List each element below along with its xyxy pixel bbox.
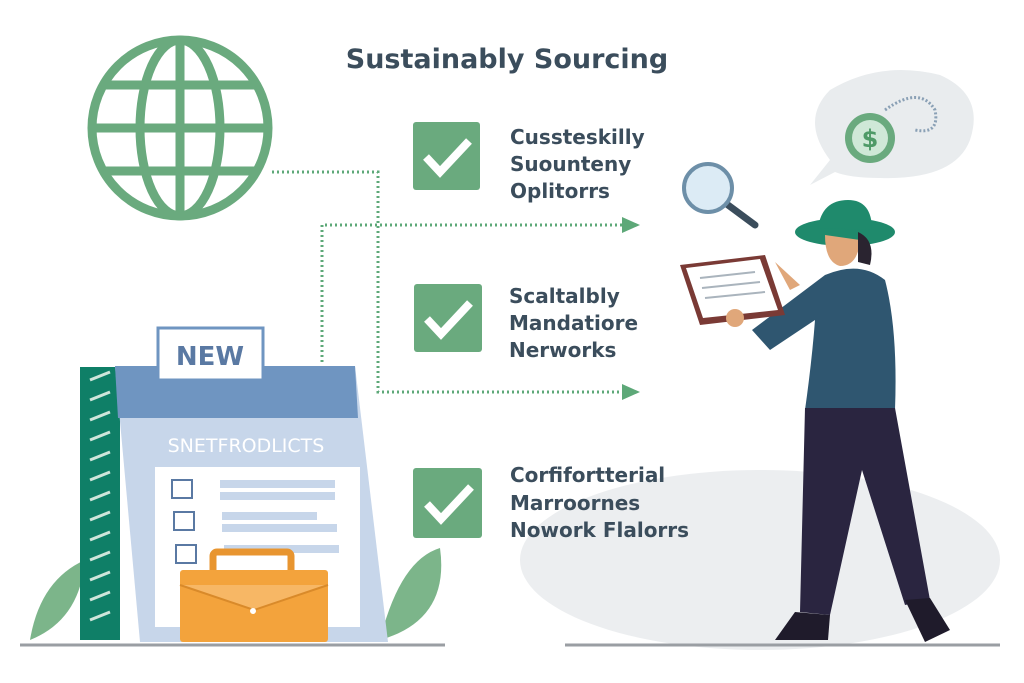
checkbox-icon xyxy=(413,122,480,190)
item-line: Corfifortterial xyxy=(510,463,665,487)
globe-icon xyxy=(87,35,273,221)
checklist-item-3: Corfifortterial Marroornes Nowork Flalor… xyxy=(413,463,689,542)
new-tag: NEW xyxy=(176,342,244,372)
connector-lines xyxy=(272,170,622,394)
checkbox-icon xyxy=(413,468,482,538)
checkbox-icon xyxy=(414,284,482,352)
item-line: Nerworks xyxy=(509,338,616,362)
item-line: Suounteny xyxy=(510,152,631,176)
briefcase-icon xyxy=(179,548,329,642)
leaf-icon xyxy=(380,548,442,640)
check-icon xyxy=(423,138,472,178)
item-line: Oplitorrs xyxy=(510,179,610,203)
checklist-item-2: Scaltalbly Mandatiore Nerworks xyxy=(414,284,638,362)
speech-bubble: $ xyxy=(810,70,974,185)
page-title: Sustainably Sourcing xyxy=(346,44,668,75)
item-line: Cussteskilly xyxy=(510,125,645,149)
arrow-icon xyxy=(622,217,640,233)
check-icon xyxy=(424,484,474,525)
magnifier-icon xyxy=(682,162,759,229)
item-line: Mandatiore xyxy=(509,311,638,335)
book-heading: SNETFRODLICTS xyxy=(168,435,325,457)
item-line: Nowork Flalorrs xyxy=(510,518,689,542)
person-figure xyxy=(680,200,950,642)
check-icon xyxy=(424,300,473,340)
item-line: Scaltalbly xyxy=(509,284,620,308)
checklist-item-1: Cussteskilly Suounteny Oplitorrs xyxy=(413,122,645,203)
dollar-symbol: $ xyxy=(862,125,879,153)
leaf-icon xyxy=(30,560,85,640)
arrow-icon xyxy=(622,384,640,400)
item-line: Marroornes xyxy=(510,491,640,515)
